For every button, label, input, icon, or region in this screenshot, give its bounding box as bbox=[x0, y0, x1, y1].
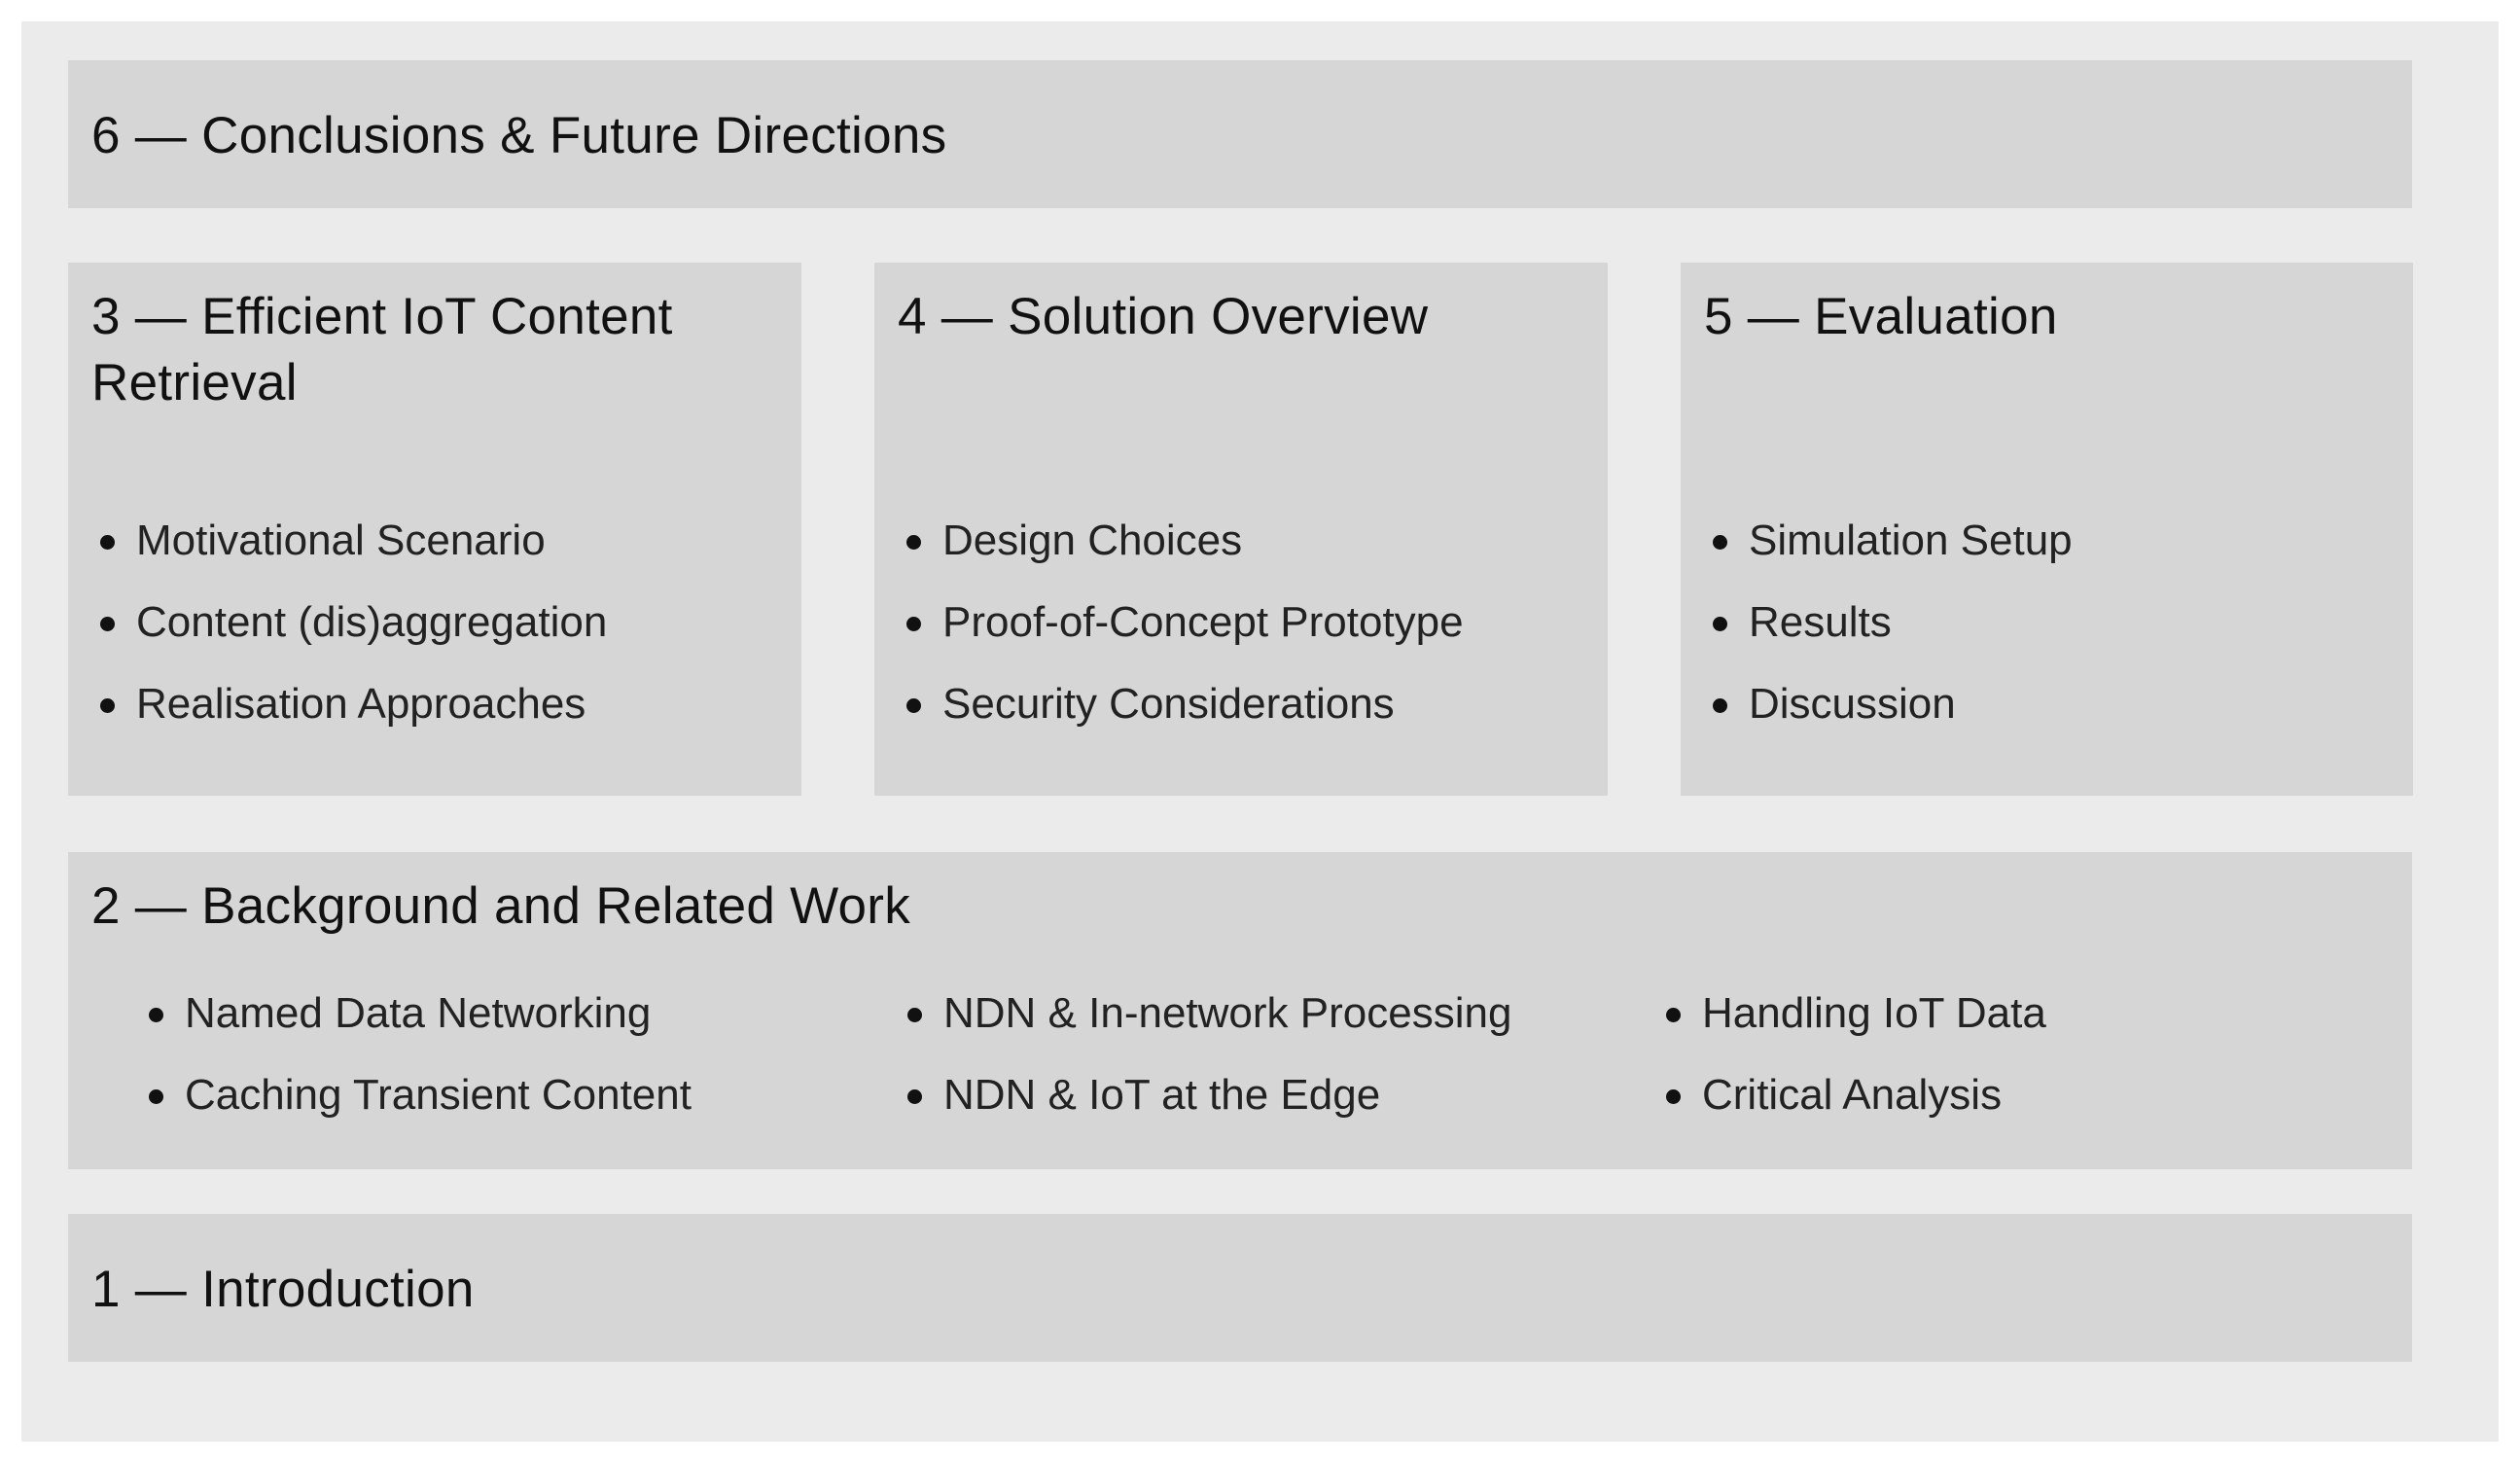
section-box-retrieval: 3 — Efficient IoT Content Retrieval Moti… bbox=[68, 263, 801, 796]
bullet-list-solution: Design Choices Proof-of-Concept Prototyp… bbox=[902, 500, 1464, 745]
list-item-label: Content (dis)aggregation bbox=[136, 598, 608, 646]
list-item: Simulation Setup bbox=[1708, 500, 2073, 582]
bullet-icon bbox=[149, 1089, 163, 1104]
list-item-label: NDN & In-network Processing bbox=[943, 989, 1512, 1037]
section-box-solution: 4 — Solution Overview Design Choices Pro… bbox=[874, 263, 1608, 796]
list-item-label: Proof-of-Concept Prototype bbox=[942, 598, 1464, 646]
section-title-background: 2 — Background and Related Work bbox=[91, 877, 911, 935]
list-item-label: Simulation Setup bbox=[1749, 517, 2073, 564]
list-item: NDN & IoT at the Edge bbox=[903, 1054, 1511, 1136]
bullet-list-background-col3: Handling IoT Data Critical Analysis bbox=[1661, 973, 2046, 1136]
list-item: Critical Analysis bbox=[1661, 1054, 2046, 1136]
bullet-icon bbox=[906, 698, 921, 713]
list-item: Content (dis)aggregation bbox=[95, 582, 607, 663]
bullet-icon bbox=[1713, 535, 1727, 550]
list-item: Results bbox=[1708, 582, 2073, 663]
list-item: Realisation Approaches bbox=[95, 663, 607, 745]
bullet-list-evaluation: Simulation Setup Results Discussion bbox=[1708, 500, 2073, 745]
list-item-label: Named Data Networking bbox=[185, 989, 652, 1037]
list-item-label: Realisation Approaches bbox=[136, 680, 586, 728]
bullet-list-retrieval: Motivational Scenario Content (dis)aggre… bbox=[95, 500, 607, 745]
list-item-label: Discussion bbox=[1749, 680, 1956, 728]
bullet-icon bbox=[1666, 1008, 1681, 1022]
bullet-icon bbox=[1666, 1089, 1681, 1104]
bullet-icon bbox=[100, 535, 115, 550]
section-box-background: 2 — Background and Related Work Named Da… bbox=[68, 852, 2412, 1169]
bullet-icon bbox=[100, 617, 115, 631]
list-item: Discussion bbox=[1708, 663, 2073, 745]
section-title-solution: 4 — Solution Overview bbox=[898, 288, 1429, 345]
list-item-label: NDN & IoT at the Edge bbox=[943, 1071, 1381, 1119]
list-item-label: Results bbox=[1749, 598, 1892, 646]
list-item: Security Considerations bbox=[902, 663, 1464, 745]
list-item-label: Caching Transient Content bbox=[185, 1071, 692, 1119]
section-box-conclusions: 6 — Conclusions & Future Directions bbox=[68, 60, 2412, 208]
list-item: NDN & In-network Processing bbox=[903, 973, 1511, 1054]
list-item-label: Motivational Scenario bbox=[136, 517, 546, 564]
list-item: Named Data Networking bbox=[144, 973, 692, 1054]
bullet-icon bbox=[1713, 617, 1727, 631]
list-item: Design Choices bbox=[902, 500, 1464, 582]
list-item-label: Handling IoT Data bbox=[1702, 989, 2046, 1037]
section-title-evaluation: 5 — Evaluation bbox=[1704, 288, 2058, 345]
bullet-list-background-col1: Named Data Networking Caching Transient … bbox=[144, 973, 692, 1136]
bullet-icon bbox=[100, 698, 115, 713]
list-item: Motivational Scenario bbox=[95, 500, 607, 582]
section-box-evaluation: 5 — Evaluation Simulation Setup Results … bbox=[1681, 263, 2413, 796]
list-item: Proof-of-Concept Prototype bbox=[902, 582, 1464, 663]
section-title-conclusions: 6 — Conclusions & Future Directions bbox=[91, 107, 947, 164]
bullet-icon bbox=[149, 1008, 163, 1022]
section-title-introduction: 1 — Introduction bbox=[91, 1261, 475, 1318]
bullet-icon bbox=[906, 535, 921, 550]
list-item: Caching Transient Content bbox=[144, 1054, 692, 1136]
bullet-icon bbox=[907, 1089, 922, 1104]
section-box-introduction: 1 — Introduction bbox=[68, 1214, 2412, 1362]
list-item-label: Critical Analysis bbox=[1702, 1071, 2003, 1119]
section-title-retrieval: 3 — Efficient IoT Content Retrieval bbox=[91, 288, 673, 411]
list-item: Handling IoT Data bbox=[1661, 973, 2046, 1054]
list-item-label: Design Choices bbox=[942, 517, 1243, 564]
bullet-icon bbox=[906, 617, 921, 631]
bullet-list-background-col2: NDN & In-network Processing NDN & IoT at… bbox=[903, 973, 1511, 1136]
bullet-icon bbox=[907, 1008, 922, 1022]
bullet-icon bbox=[1713, 698, 1727, 713]
list-item-label: Security Considerations bbox=[942, 680, 1395, 728]
